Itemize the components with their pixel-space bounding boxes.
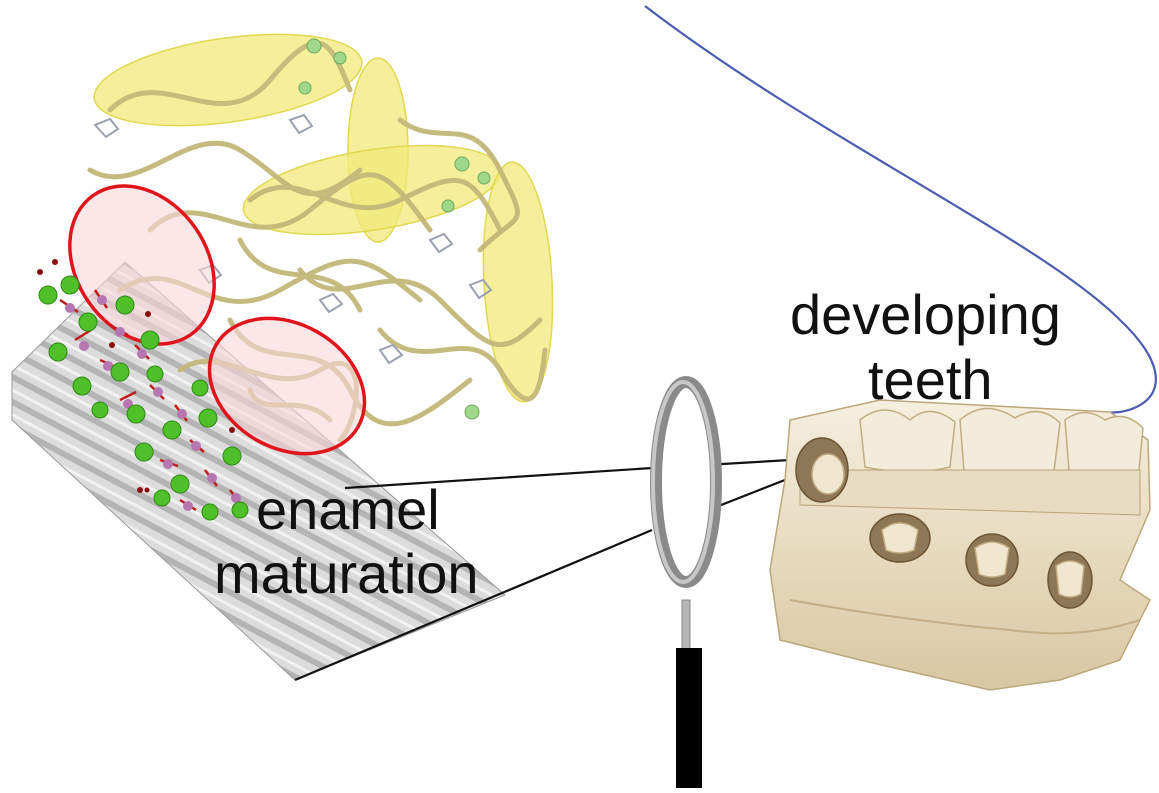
enamel-label: enamel [256,482,440,538]
maturation-label: maturation [214,546,479,602]
jaw-specimen [770,400,1150,690]
teeth-label: teeth [868,352,993,408]
magnifying-glass-icon [653,382,716,788]
lattice-dot [145,488,150,493]
developing-label: developing [790,287,1061,343]
